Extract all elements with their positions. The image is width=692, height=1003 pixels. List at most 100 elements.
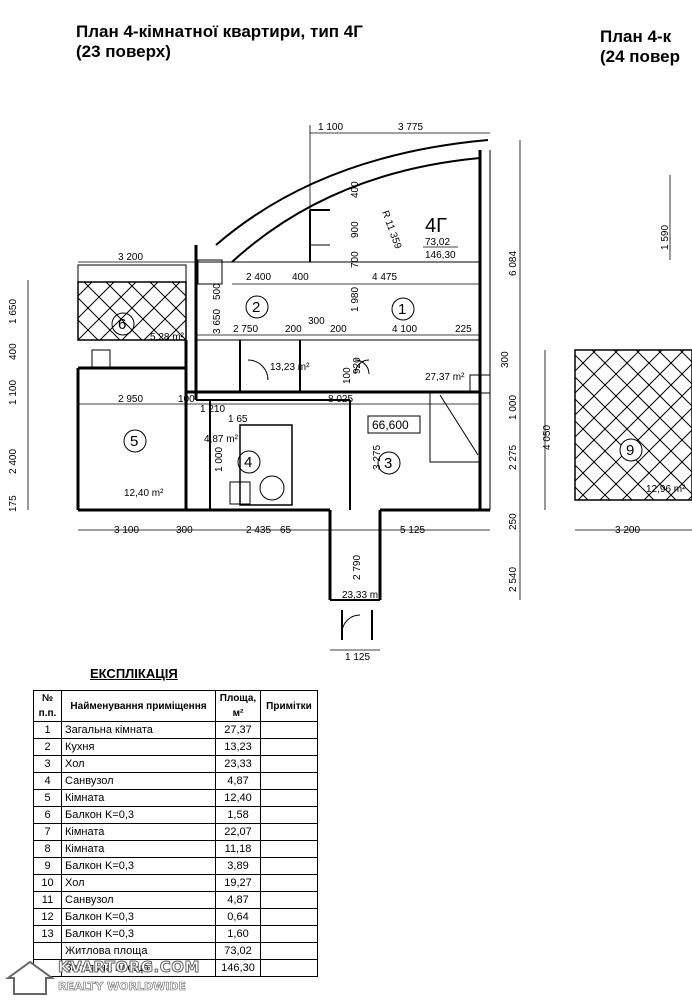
row-area: 73,02 <box>215 942 261 960</box>
svg-text:175: 175 <box>8 495 19 512</box>
row-notes <box>260 959 318 977</box>
header-area: Площа, м² <box>215 690 261 722</box>
row-num: 1 <box>33 721 62 739</box>
dimension-lines <box>27 125 692 651</box>
row-area: 3,89 <box>215 857 261 875</box>
next-plan-subtitle: (24 повер <box>600 47 681 66</box>
row-notes <box>260 738 318 756</box>
svg-text:12,40 m²: 12,40 m² <box>124 488 164 499</box>
svg-text:1 000: 1 000 <box>508 395 519 420</box>
svg-text:4 100: 4 100 <box>392 324 417 335</box>
row-notes <box>260 806 318 824</box>
svg-text:23,33 m²: 23,33 m² <box>342 590 382 601</box>
row-name: Кухня <box>61 738 216 756</box>
row-num: 9 <box>33 857 62 875</box>
row-name: Хол <box>61 755 216 773</box>
svg-text:2 950: 2 950 <box>118 394 143 405</box>
row-name: Хол <box>61 874 216 892</box>
svg-text:2 790: 2 790 <box>352 555 363 580</box>
row-num: 5 <box>33 789 62 807</box>
svg-text:1 100: 1 100 <box>8 380 19 405</box>
svg-text:2 435: 2 435 <box>246 525 271 536</box>
room-markers <box>111 295 643 475</box>
row-num: 6 <box>33 806 62 824</box>
svg-text:100: 100 <box>342 367 353 384</box>
row-num: 2 <box>33 738 62 756</box>
svg-text:225: 225 <box>455 324 472 335</box>
svg-text:2 540: 2 540 <box>508 567 519 592</box>
svg-text:1 65: 1 65 <box>228 414 248 425</box>
row-name: Кімната <box>61 789 216 807</box>
svg-text:300: 300 <box>500 351 511 368</box>
dimension-labels: 1 100 3 775 3 200 2 400 400 4 475 2 750 … <box>8 122 671 663</box>
room-areas: 27,37 m² 13,23 m² 23,33 m² 4,87 m² 12,40… <box>124 332 686 601</box>
svg-text:1: 1 <box>398 301 406 318</box>
total-area: 146,30 <box>425 250 456 261</box>
svg-text:3 275: 3 275 <box>372 445 383 470</box>
explication-table: № п.п. Найменування приміщення Площа, м²… <box>33 690 318 977</box>
svg-text:3 200: 3 200 <box>615 525 640 536</box>
floor-plan-drawing: 1 100 3 775 3 200 2 400 400 4 475 2 750 … <box>8 122 692 663</box>
row-num: 11 <box>33 891 62 909</box>
house-icon <box>4 960 56 995</box>
plan-title: План 4-кімнатної квартири, тип 4Г <box>76 22 363 41</box>
svg-text:920: 920 <box>352 357 363 374</box>
svg-text:200: 200 <box>330 324 347 335</box>
walls <box>76 150 491 640</box>
row-notes <box>260 823 318 841</box>
svg-text:3 650: 3 650 <box>212 309 223 334</box>
row-notes <box>260 772 318 790</box>
svg-text:4,87 m²: 4,87 m² <box>204 434 239 445</box>
svg-text:1 210: 1 210 <box>200 404 225 415</box>
svg-text:700: 700 <box>350 251 361 268</box>
svg-text:300: 300 <box>308 316 325 327</box>
row-notes <box>260 789 318 807</box>
svg-text:3 775: 3 775 <box>398 122 423 133</box>
header-num: № п.п. <box>33 690 62 722</box>
svg-text:100: 100 <box>178 394 195 405</box>
svg-text:6: 6 <box>118 316 126 333</box>
svg-text:400: 400 <box>292 272 309 283</box>
row-notes <box>260 721 318 739</box>
row-notes <box>260 857 318 875</box>
svg-text:4 475: 4 475 <box>372 272 397 283</box>
row-name: Кімната <box>61 823 216 841</box>
svg-text:5: 5 <box>130 433 138 450</box>
row-notes <box>260 908 318 926</box>
svg-text:1 980: 1 980 <box>350 287 361 312</box>
watermark-subtext: REALTY WORLDWIDE <box>58 980 187 994</box>
apartment-label: R 11 359 4Г 73,02 146,30 66,600 <box>367 209 458 434</box>
svg-text:6 084: 6 084 <box>508 251 519 276</box>
row-name: Балкон K=0,3 <box>61 908 216 926</box>
apartment-type: 4Г <box>425 215 447 237</box>
row-notes <box>260 840 318 858</box>
svg-text:900: 900 <box>350 221 361 238</box>
row-area: 13,23 <box>215 738 261 756</box>
row-area: 146,30 <box>215 959 261 977</box>
svg-text:5 125: 5 125 <box>400 525 425 536</box>
row-name: Балкон K=0,3 <box>61 857 216 875</box>
watermark-logo <box>4 958 194 998</box>
svg-text:2 275: 2 275 <box>508 445 519 470</box>
header-name: Найменування приміщення <box>61 690 216 722</box>
row-notes <box>260 891 318 909</box>
row-num: 8 <box>33 840 62 858</box>
balcony-9 <box>574 349 692 501</box>
row-area: 27,37 <box>215 721 261 739</box>
svg-text:65: 65 <box>280 525 292 536</box>
row-area: 11,18 <box>215 840 261 858</box>
svg-text:400: 400 <box>350 181 361 198</box>
row-name: Балкон K=0,3 <box>61 925 216 943</box>
svg-text:3 100: 3 100 <box>114 525 139 536</box>
row-num <box>33 942 62 960</box>
